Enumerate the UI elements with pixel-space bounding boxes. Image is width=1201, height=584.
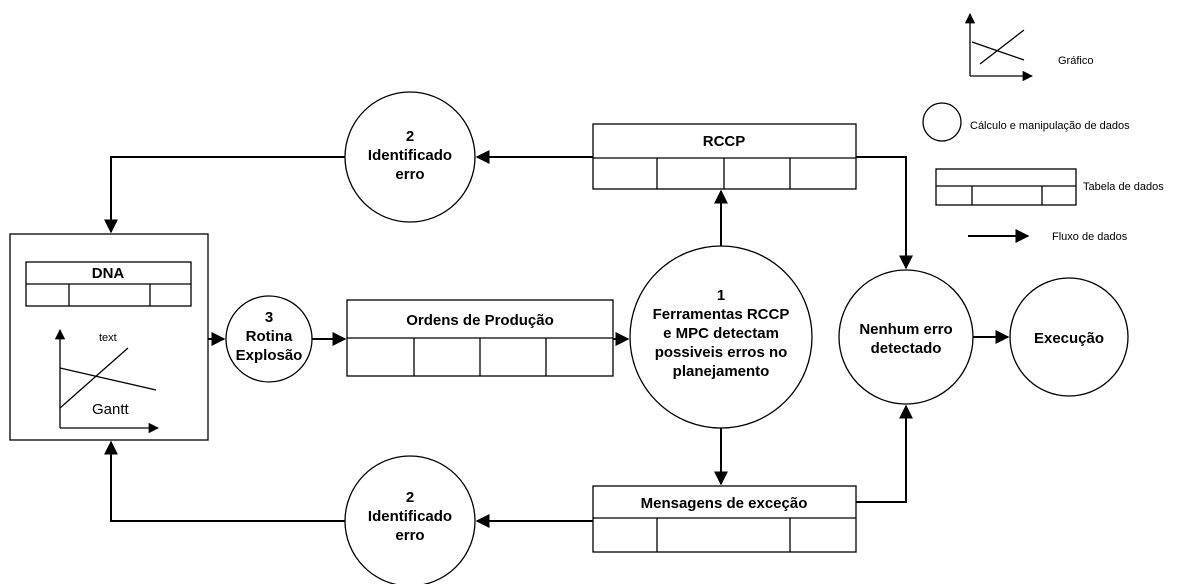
node-identificado-erro-bottom: 2 Identificado erro — [344, 455, 476, 584]
legend-grafico-label: Gráfico — [1058, 55, 1093, 67]
node-number: 2 — [406, 489, 414, 506]
legend-calculo-label: Cálculo e manipulação de dados — [970, 120, 1130, 132]
gantt-text-label: text — [99, 332, 117, 344]
arrow-erro-top-to-dna — [104, 156, 345, 234]
legend-table-icon — [935, 168, 1077, 206]
gantt-chart-icon: text Gantt — [54, 328, 160, 434]
node-line: e MPC detectam — [663, 325, 779, 342]
node-line: Identificado — [368, 147, 452, 164]
gantt-label: Gantt — [92, 401, 130, 418]
legend-circle-icon — [922, 102, 962, 142]
node-rotina-explosao: 3 Rotina Explosão — [225, 295, 313, 383]
ordens-table-title: Ordens de Produção — [406, 312, 554, 329]
arrow-erro-bottom-to-dna — [104, 440, 345, 522]
ordens-table: Ordens de Produção — [346, 299, 614, 377]
node-number: 2 — [406, 128, 414, 145]
node-line: detectado — [871, 340, 942, 357]
mensagens-table-title: Mensagens de exceção — [641, 495, 808, 512]
rccp-table: RCCP — [592, 123, 857, 190]
node-line: erro — [395, 166, 424, 183]
legend-fluxo-label: Fluxo de dados — [1052, 231, 1128, 243]
node-identificado-erro-top: 2 Identificado erro — [344, 91, 476, 223]
node-ferramentas-rccp-mpc: 1 Ferramentas RCCP e MPC detectam possiv… — [629, 245, 813, 429]
node-line: Identificado — [368, 508, 452, 525]
node-line: Explosão — [236, 347, 303, 364]
node-line: Rotina — [246, 328, 293, 345]
dna-table-title: DNA — [92, 265, 125, 282]
node-line: Nenhum erro — [859, 321, 952, 338]
node-execucao: Execução — [1009, 277, 1129, 397]
legend: Gráfico Cálculo e manipulação de dados T… — [922, 12, 1164, 243]
node-line: planejamento — [673, 363, 770, 380]
node-number: 1 — [717, 287, 725, 304]
node-number: 3 — [265, 309, 273, 326]
node-line: Execução — [1034, 330, 1104, 347]
node-line: erro — [395, 527, 424, 544]
dna-panel: DNA text Gantt — [9, 233, 209, 441]
legend-tabela-label: Tabela de dados — [1083, 181, 1164, 193]
node-line: Ferramentas RCCP — [653, 306, 790, 323]
flow-arrows — [104, 150, 1010, 528]
node-nenhum-erro-detectado: Nenhum erro detectado — [838, 269, 974, 405]
mensagens-table: Mensagens de exceção — [592, 485, 857, 553]
node-line: possiveis erros no — [655, 344, 788, 361]
legend-chart-icon — [964, 12, 1034, 82]
dna-table: DNA — [25, 261, 192, 307]
arrow-rccp-to-nenhum — [856, 156, 913, 270]
arrow-mensagens-to-nenhum — [856, 404, 913, 503]
rccp-table-title: RCCP — [703, 133, 746, 150]
